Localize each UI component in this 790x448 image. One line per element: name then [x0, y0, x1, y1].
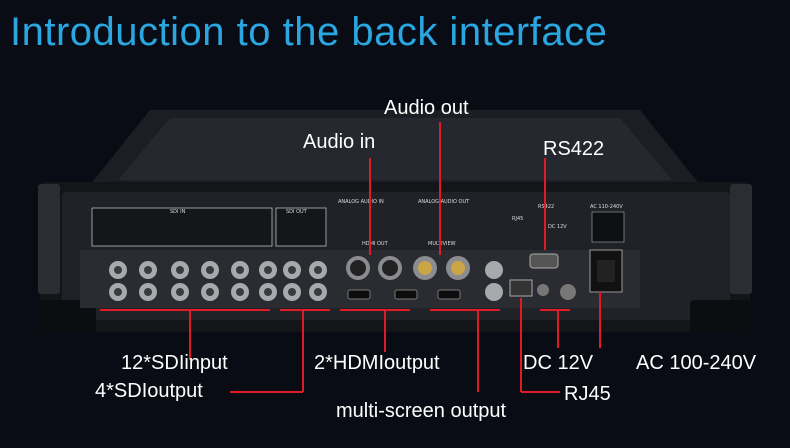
dc-port [537, 284, 549, 296]
bnc-center [288, 266, 296, 274]
callout-sdi-output: 4*SDIoutput [95, 380, 203, 402]
hdmi-out-print: HDMI OUT [362, 241, 389, 247]
analog-audio-in-print: ANALOG AUDIO IN [338, 199, 384, 205]
callout-dc: DC 12V [523, 352, 594, 374]
callout-rj45: RJ45 [564, 383, 611, 405]
bnc-center [264, 266, 272, 274]
panel-label-strip: SDI IN SDI OUT ANALOG AUDIO IN ANALOG AU… [91, 199, 625, 247]
bnc-center [144, 288, 152, 296]
page-title: Introduction to the back interface [10, 10, 608, 54]
callout-lines [100, 122, 601, 393]
dc12v-print: DC 12V [548, 224, 567, 230]
bnc-center [114, 266, 122, 274]
xlr-connectors [346, 256, 470, 280]
bnc-center [114, 288, 122, 296]
sdi-in-print: SDI IN [170, 209, 186, 215]
sdi-bnc-connectors [109, 261, 503, 301]
rj45-print: RJ45 [512, 216, 523, 222]
bnc-center [206, 288, 214, 296]
bnc-center [288, 288, 296, 296]
hdmi-connectors [347, 289, 461, 300]
rs422-port [529, 253, 559, 269]
bnc-center [314, 288, 322, 296]
bnc-center [176, 266, 184, 274]
callout-hdmi-output: 2*HDMIoutput [314, 352, 440, 374]
port-cluster [509, 249, 623, 300]
bnc-center [144, 266, 152, 274]
bnc-center [176, 288, 184, 296]
bnc-center [236, 266, 244, 274]
ac-print: AC 110-240V [590, 204, 623, 210]
bnc-center [314, 266, 322, 274]
callout-audio-out: Audio out [384, 97, 469, 119]
callout-multiscreen-output: multi-screen output [336, 400, 507, 422]
multiview-print: MULTIVIEW [428, 241, 456, 247]
callout-sdi-input: 12*SDIinput [121, 352, 228, 374]
rs422-print: RS422 [538, 204, 554, 210]
callout-audio-in: Audio in [303, 131, 376, 153]
power-switch [560, 284, 576, 300]
sdi-out-print: SDI OUT [286, 209, 308, 215]
multiview-bnc [485, 283, 503, 301]
analog-audio-out-print: ANALOG AUDIO OUT [418, 199, 470, 205]
multiview-bnc [485, 261, 503, 279]
rj45-port [509, 279, 533, 297]
bnc-center [264, 288, 272, 296]
bnc-center [236, 288, 244, 296]
callout-rs422: RS422 [543, 138, 605, 160]
callout-ac: AC 100-240V [636, 352, 757, 374]
bnc-center [206, 266, 214, 274]
